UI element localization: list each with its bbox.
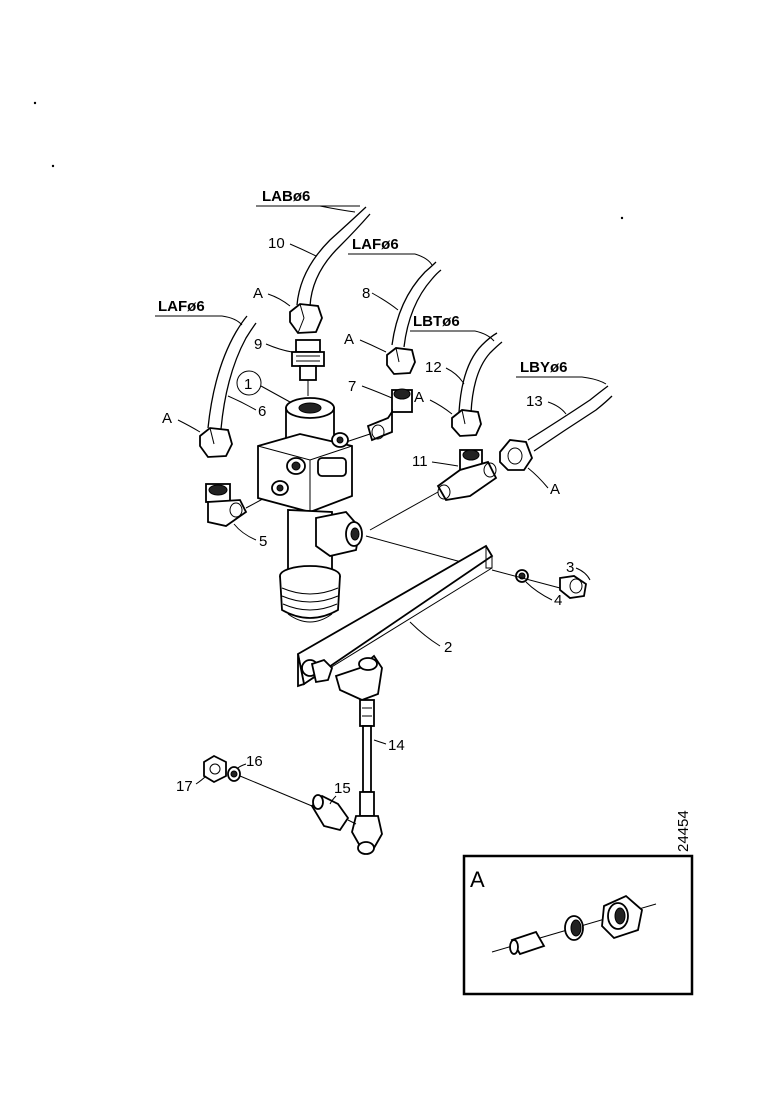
washer-16 (227, 766, 241, 782)
part-balloon-1: 1 (236, 370, 291, 403)
inset-sleeve (509, 930, 546, 956)
assembly-line (365, 535, 477, 567)
inset-ring (564, 915, 584, 941)
nut-a-tube8 (386, 347, 416, 375)
tube-13 (527, 385, 613, 452)
nut-17 (203, 754, 227, 784)
part-label-17: 17 (176, 775, 207, 795)
svg-text:9: 9 (254, 336, 262, 353)
svg-text:A: A (414, 389, 424, 406)
svg-text:10: 10 (268, 235, 285, 252)
svg-text:4: 4 (554, 592, 562, 609)
part-label-10: 10 (268, 235, 317, 257)
speck (620, 216, 624, 220)
part-label-16: 16 (237, 753, 263, 770)
svg-text:8: 8 (362, 285, 370, 302)
nut-a-tube6 (199, 427, 233, 458)
part-label-8: 8 (362, 285, 399, 311)
detail-inset-a: A (462, 854, 694, 996)
nut-a-tube13 (499, 439, 534, 471)
inset-nut (601, 894, 643, 940)
figure-number: 24454 (675, 810, 692, 852)
speck (51, 164, 55, 168)
inset-title: A (470, 867, 485, 892)
rod-14 (334, 654, 383, 855)
fitting-9 (291, 339, 325, 396)
tube-12 (458, 332, 503, 414)
svg-text:LBTø6: LBTø6 (413, 313, 460, 330)
tee-11 (369, 449, 498, 531)
svg-text:LAFø6: LAFø6 (352, 236, 399, 253)
svg-text:14: 14 (388, 737, 405, 754)
part-label-3: 3 (566, 559, 591, 581)
svg-text:LABø6: LABø6 (262, 188, 310, 205)
svg-text:A: A (344, 331, 354, 348)
svg-text:A: A (550, 481, 560, 498)
part-label-12: 12 (425, 359, 465, 385)
svg-text:6: 6 (258, 403, 266, 420)
tube-label-laf-left: LAFø6 (155, 298, 243, 326)
detail-ref-a-5: A (527, 467, 560, 498)
part-label-15: 15 (329, 780, 351, 805)
tube-10 (296, 206, 371, 307)
tube-label-laf-top: LAFø6 (348, 236, 433, 266)
svg-text:16: 16 (246, 753, 263, 770)
svg-text:13: 13 (526, 393, 543, 410)
part-label-5: 5 (233, 523, 267, 550)
elbow-5 (205, 483, 273, 527)
tube-6 (207, 315, 257, 430)
svg-text:LBYø6: LBYø6 (520, 359, 568, 376)
part-label-13: 13 (526, 393, 567, 415)
svg-text:7: 7 (348, 378, 356, 395)
bracket-2 (296, 544, 494, 688)
nut-a-tube12 (451, 409, 482, 437)
svg-text:A: A (162, 410, 172, 427)
speck (33, 101, 37, 105)
detail-ref-a-1: A (253, 285, 291, 307)
tube-label-lby: LBYø6 (516, 359, 607, 385)
svg-text:2: 2 (444, 639, 452, 656)
detail-ref-a-4: A (414, 389, 453, 415)
elbow-7 (339, 388, 413, 445)
detail-ref-a-2: A (344, 331, 387, 353)
svg-text:15: 15 (334, 780, 351, 797)
nut-a-tube10 (289, 303, 323, 334)
svg-text:11: 11 (412, 453, 428, 470)
part-label-7: 7 (348, 378, 393, 399)
nut-3 (559, 575, 587, 599)
svg-text:A: A (253, 285, 263, 302)
svg-text:12: 12 (425, 359, 442, 376)
part-label-4: 4 (525, 581, 562, 609)
washer-4 (515, 569, 529, 583)
assembly-line (347, 819, 357, 825)
svg-text:5: 5 (259, 533, 267, 550)
svg-text:3: 3 (566, 559, 574, 576)
valve-body-1 (257, 397, 363, 623)
tube-8 (391, 261, 442, 348)
assembly-line (491, 569, 561, 589)
svg-text:1: 1 (244, 376, 252, 393)
tube-label-lab: LABø6 (256, 188, 360, 213)
svg-text:17: 17 (176, 778, 193, 795)
part-label-11: 11 (412, 453, 459, 470)
svg-text:LAFø6: LAFø6 (158, 298, 205, 315)
detail-ref-a-3: A (162, 410, 201, 433)
part-label-14: 14 (373, 737, 405, 754)
assembly-line (239, 775, 313, 807)
part-label-2: 2 (409, 621, 452, 656)
bolt-15 (310, 794, 350, 832)
tube-label-lbt: LBTø6 (410, 313, 495, 342)
part-label-6: 6 (227, 395, 266, 420)
part-label-9: 9 (254, 336, 293, 353)
